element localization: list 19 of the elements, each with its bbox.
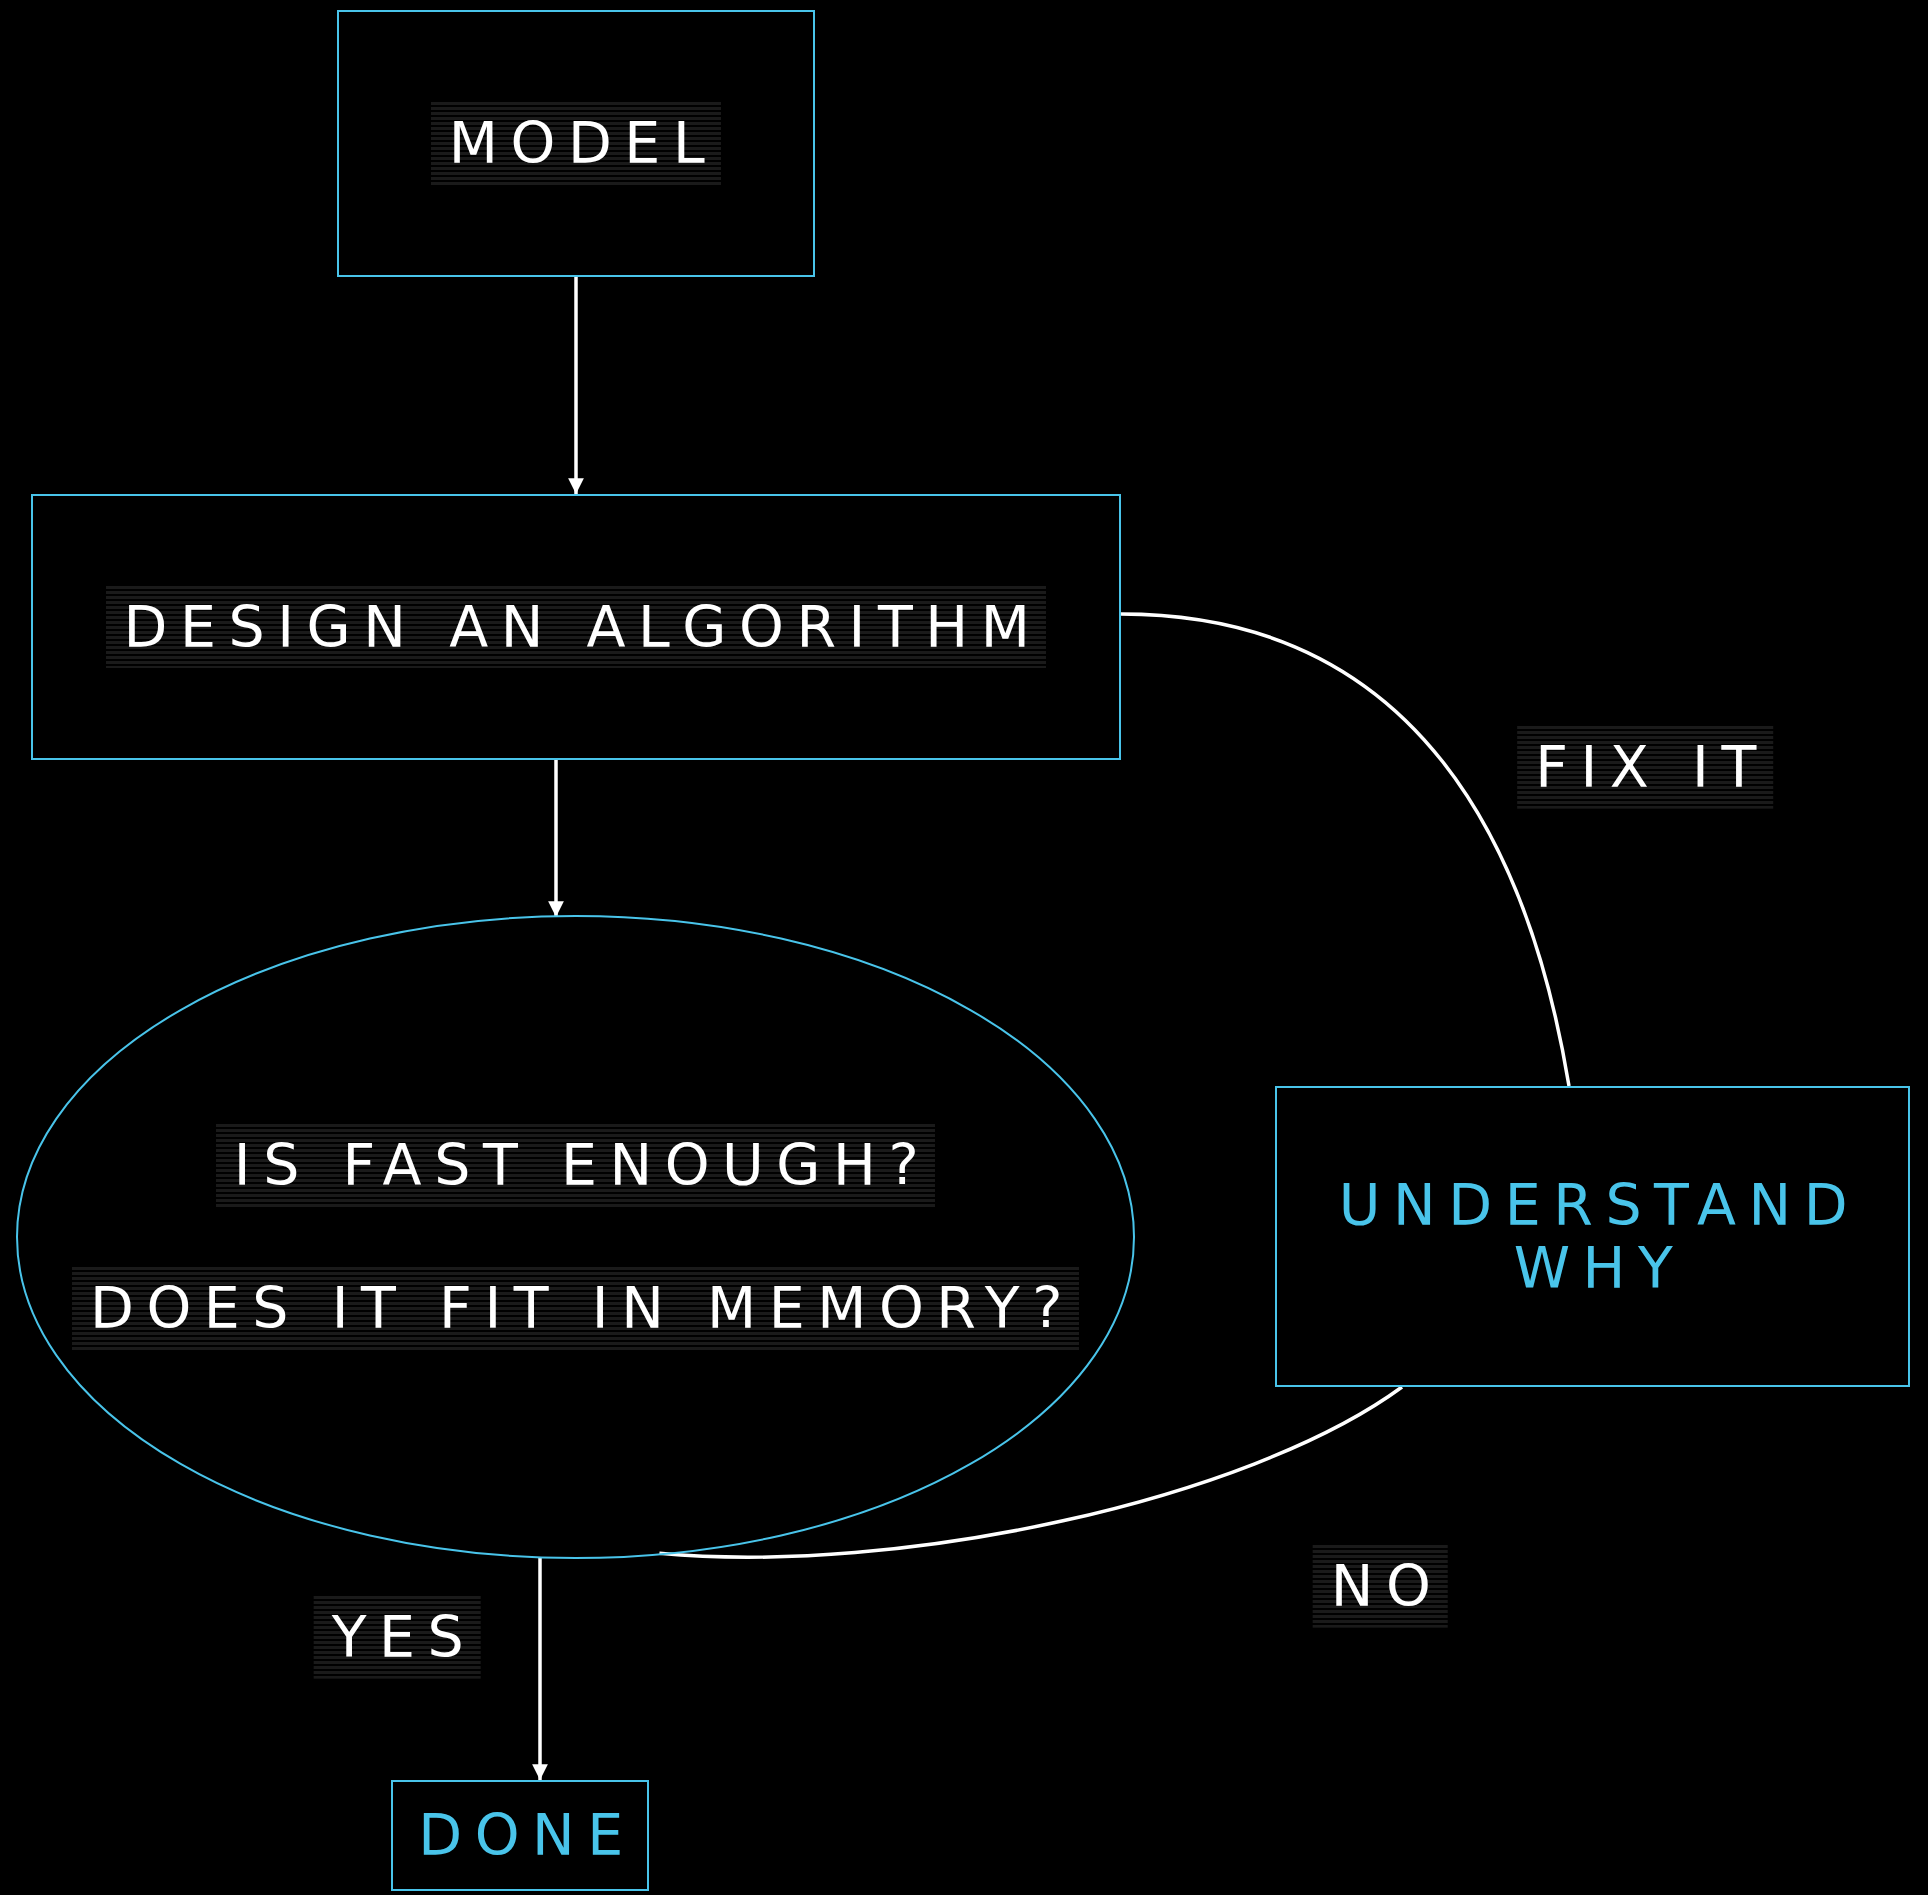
node-label: DESIGN AN ALGORITHM (105, 585, 1047, 669)
node-label: DOES IT FIT IN MEMORY? (71, 1267, 1080, 1350)
edge-label: NO (1312, 1544, 1448, 1628)
arrow (548, 760, 564, 917)
arrow (532, 1558, 548, 1780)
node-label: MODEL (430, 102, 722, 185)
edge-label: YES (313, 1595, 481, 1679)
process-box (31, 494, 1121, 760)
process-box (1275, 1086, 1910, 1387)
node-label: DONE (417, 1801, 637, 1871)
curved-connector (1120, 612, 1571, 1087)
edge-label: FIX IT (1517, 725, 1773, 809)
decision-ellipse (16, 915, 1135, 1559)
node-label: IS FAST ENOUGH? (215, 1124, 936, 1207)
arrow (568, 277, 584, 494)
process-box (391, 1780, 649, 1891)
node-label: UNDERSTAND WHY (1337, 1170, 1862, 1303)
process-box (337, 10, 815, 277)
curved-connector (659, 1385, 1403, 1559)
